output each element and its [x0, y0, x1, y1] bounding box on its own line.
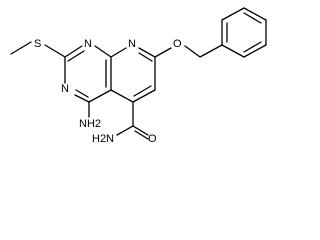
bond-c6-c5 — [132, 89, 156, 103]
bond-c4-n3-double — [75, 89, 89, 98]
bond-c2-n1-double — [67, 50, 85, 62]
bond-carbonyl-o-double — [134, 130, 149, 140]
bond-ph-2 — [243, 44, 267, 58]
bond-ch2-phenyl — [199, 44, 223, 58]
atom-labels: S N N N O NH2 H2N O — [34, 38, 182, 145]
bond-s-c2 — [44, 44, 66, 58]
atom-label-n8: N — [128, 38, 136, 50]
bond-ph-double-b — [243, 12, 262, 24]
bond-ph-1 — [221, 44, 245, 58]
bond-ph-5 — [221, 7, 245, 21]
bond-n8-c7 — [138, 47, 156, 58]
bond-n8-c7-double — [138, 52, 153, 62]
bond-c7-o — [154, 47, 172, 58]
bond-ph-4 — [243, 7, 267, 21]
atom-label-amino: NH2 — [79, 118, 101, 130]
bond-ph-double-a — [243, 41, 262, 53]
chemical-structure-diagram: S N N N O NH2 H2N O — [10, 7, 267, 145]
atom-label-amide-n: H2N — [92, 133, 114, 145]
bond-methyl-s — [10, 41, 32, 55]
bond-c8a-n8 — [110, 47, 127, 58]
atom-label-s: S — [34, 38, 41, 50]
bond-c5-c4a — [110, 89, 134, 103]
atom-label-n1: N — [84, 38, 92, 50]
atom-label-n3: N — [61, 83, 69, 95]
atom-label-o-amide: O — [148, 133, 157, 145]
bond-carbonyl-n — [116, 125, 134, 136]
bond-c4a-c4 — [88, 89, 112, 103]
atom-label-o-ether: O — [173, 38, 182, 50]
bond-n1-c8a — [94, 45, 112, 58]
bonds — [10, 7, 267, 140]
bond-c2-n1 — [64, 45, 83, 58]
bond-o-ch2 — [184, 45, 201, 58]
bond-c4-n3 — [74, 94, 90, 103]
bond-c6-c5-double — [133, 85, 152, 97]
bond-carbonyl-o — [132, 125, 149, 136]
